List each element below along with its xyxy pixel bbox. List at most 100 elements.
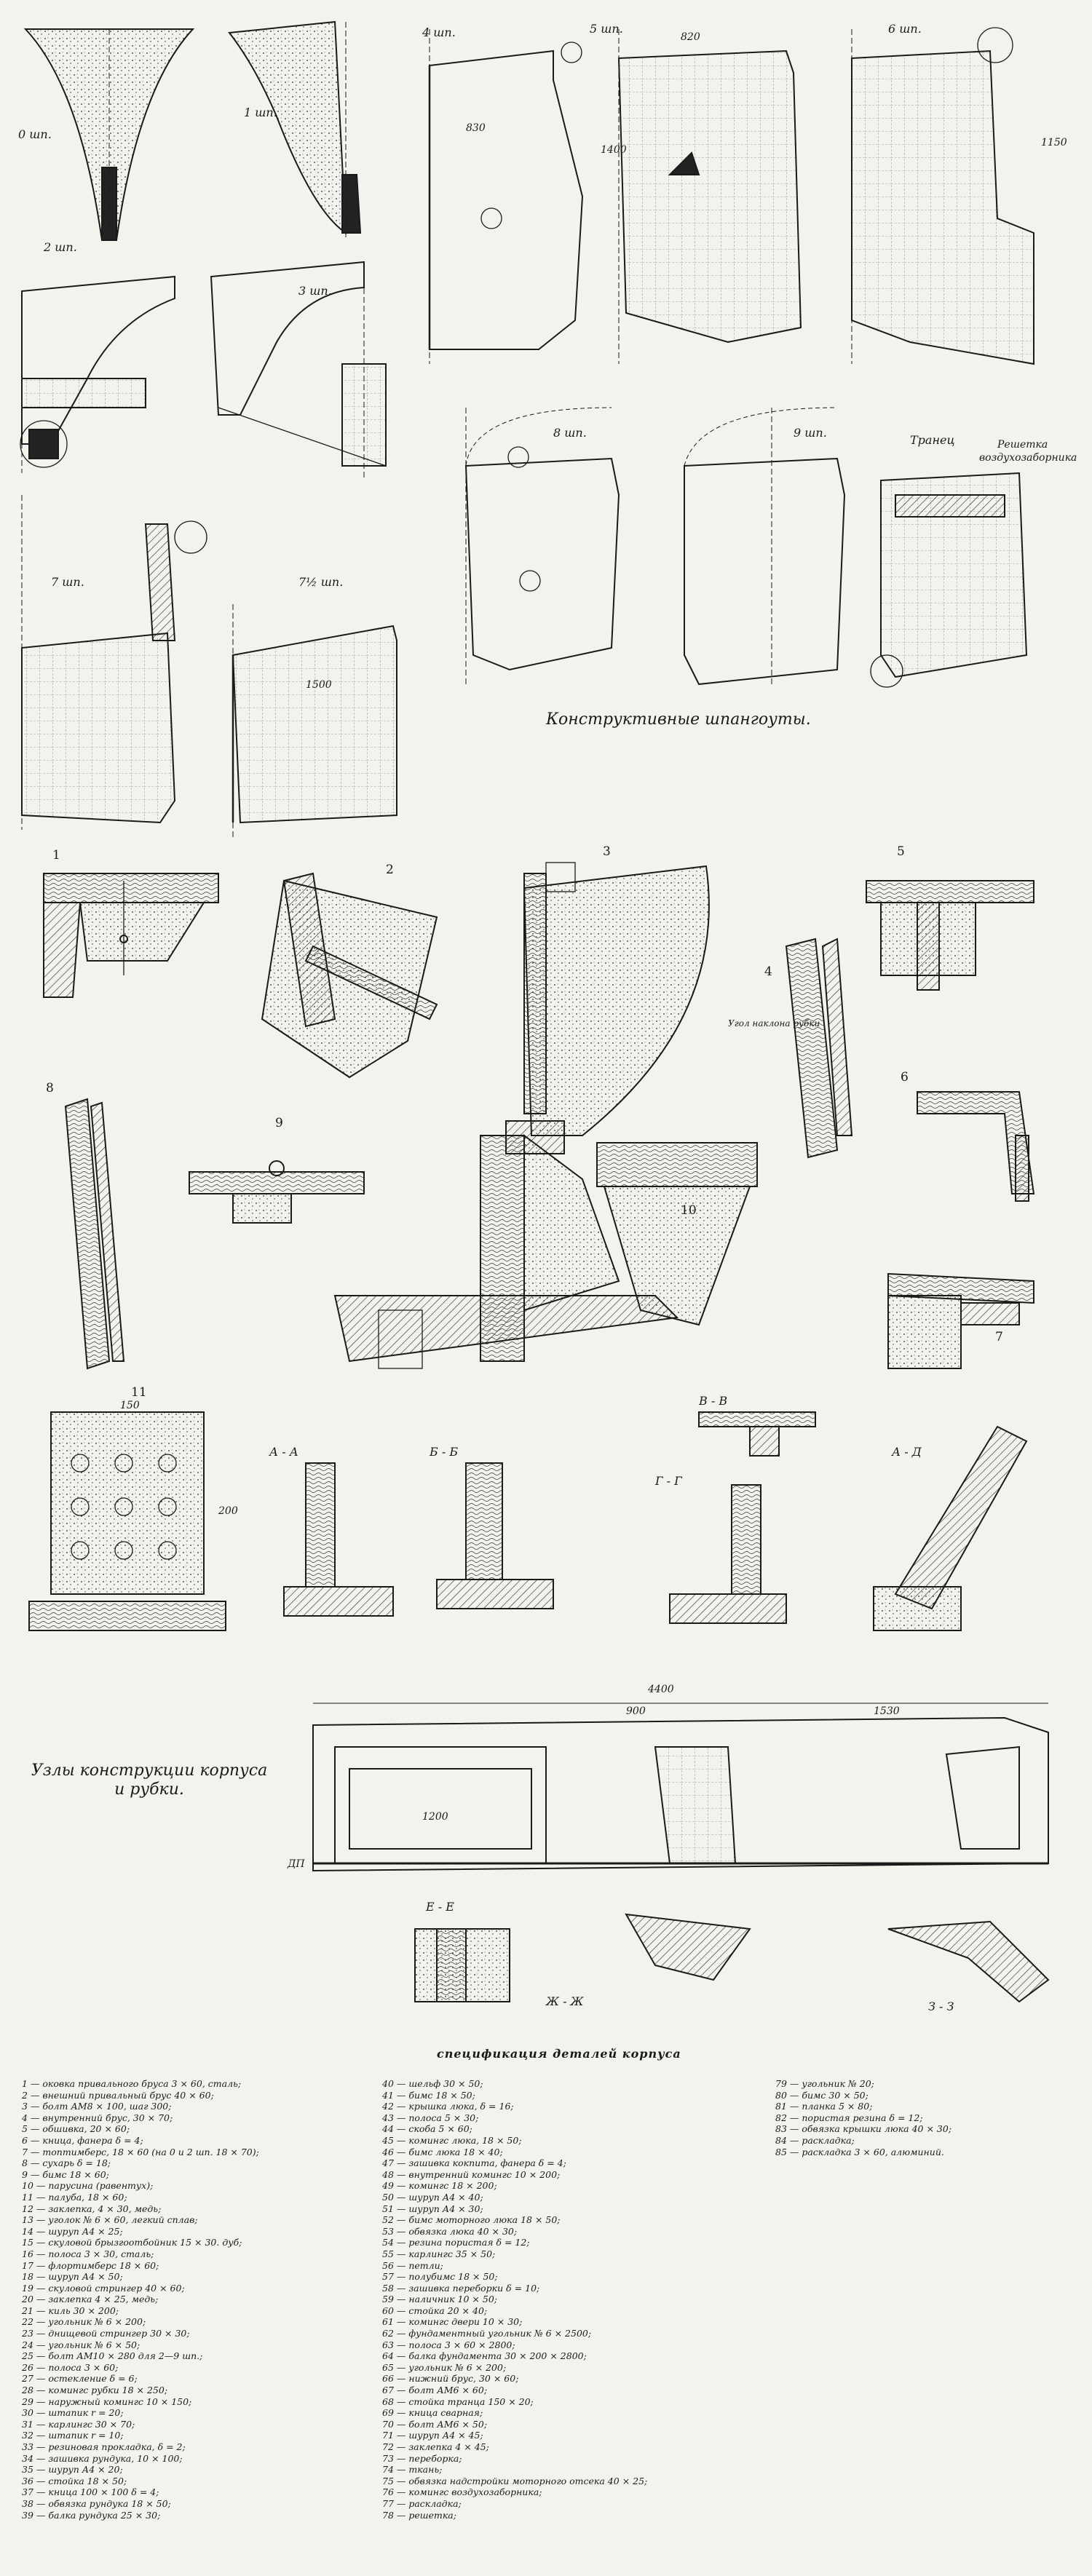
section-e-e [414,1928,510,2002]
spec-item: 32 — штапик r = 10; [22,2430,124,2441]
node-5-drawing [866,880,1034,991]
spec-item: 76 — комингс воздухозаборника; [382,2486,542,2498]
spec-item: 36 — стойка 18 × 50; [22,2475,127,2486]
section-label-v-v: В - В [698,1394,727,1408]
frame-6-drawing [851,27,1034,365]
spec-item: 11 — палуба, 18 × 60; [22,2191,127,2203]
spec-item: 55 — карлингс 35 × 50; [382,2248,496,2259]
spec-item: 49 — комингс 18 × 200; [382,2180,497,2192]
section-label-g-g: Г - Г [654,1474,683,1488]
dim-200: 200 [218,1505,238,1517]
node-7-drawing [887,1272,1034,1369]
section-zh-zh [625,1913,751,1981]
section-label-z-z: З - З [928,2000,954,2013]
spec-item: 82 — пористая резина δ = 12; [775,2112,923,2123]
spec-item: 25 — болт АМ10 × 280 для 2—9 шп.; [22,2350,203,2362]
node-number-4: 4 [764,964,772,979]
section-z-z [887,1920,1050,2003]
label-frame-6: 6 шп. [888,22,922,36]
spec-item: 72 — заклепка 4 × 45; [382,2441,489,2452]
node-number-7: 7 [995,1330,1003,1344]
spec-column-2: 40 — шельф 30 × 50;41 — бимс 18 × 50;42 … [382,2078,703,2521]
section-a-a [283,1462,394,1617]
spec-item: 13 — уголок № 6 × 60, легкий сплав; [22,2214,198,2226]
hull-profile [312,1703,1049,1872]
label-frame-8: 8 шп. [553,426,587,440]
spec-item: 66 — нижний брус, 30 × 60; [382,2373,519,2385]
node-3-drawing [505,862,710,1154]
frame-3-drawing [210,261,387,480]
spec-item: 47 — зашивка кокпита, фанера δ = 4; [382,2157,566,2169]
spec-item: 19 — скуловой стрингер 40 × 60; [22,2282,185,2294]
spec-item: 73 — переборка; [382,2452,462,2464]
spec-item: 4 — внутренний брус, 30 × 70; [22,2112,173,2123]
spec-item: 52 — бимс моторного люка 18 × 50; [382,2214,561,2226]
section-label-zh-zh: Ж - Ж [545,1994,585,2008]
node-10-drawing [333,1134,679,1369]
dim-820: 820 [681,31,700,43]
label-frame-2: 2 шп. [43,240,77,254]
node-2-drawing [261,872,438,1079]
transom-drawing [870,472,1028,688]
frame-7-drawing [21,495,207,830]
node-1-drawing [43,873,219,998]
label-transom: Транец [910,433,955,447]
spec-item: 57 — полубимс 18 × 50; [382,2271,498,2283]
spec-item: 29 — наружный комингс 10 × 150; [22,2395,192,2407]
spec-column-1: 1 — оковка привального бруса 3 × 60, ста… [22,2078,342,2521]
spec-item: 63 — полоса 3 × 60 × 2800; [382,2339,515,2350]
node-number-10: 10 [681,1203,697,1218]
spec-item: 31 — карлингс 30 × 70; [22,2418,135,2430]
spec-column-3: 79 — угольник № 20;80 — бимс 30 × 50;81 … [775,2078,1092,2157]
spec-item: 26 — полоса 3 × 60; [22,2361,119,2373]
label-frame-7-5: 7½ шп. [298,575,343,589]
spec-title: спецификация деталей корпуса [437,2047,681,2061]
dim-150: 150 [120,1400,140,1411]
node-11-drawing [28,1411,226,1631]
spec-item: 75 — обвязка надстройки моторного отсека… [382,2475,648,2486]
spec-item: 56 — петли; [382,2259,443,2271]
spec-item: 35 — шуруп А4 × 20; [22,2464,123,2476]
frame-2-drawing [20,275,175,473]
node-number-1: 1 [52,848,60,863]
spec-item: 53 — обвязка люка 40 × 30; [382,2225,518,2237]
spec-item: 80 — бимс 30 × 50; [775,2089,869,2101]
frame-7-5-drawing [232,604,397,837]
spec-item: 78 — решетка; [382,2509,456,2521]
spec-item: 61 — комингс двери 10 × 30; [382,2316,523,2328]
spec-item: 7 — топтимберс, 18 × 60 (на 0 и 2 шп. 18… [22,2146,259,2157]
node-9-drawing [189,1160,365,1224]
spec-item: 58 — зашивка переборки δ = 10; [382,2282,540,2294]
dim-1200: 1200 [422,1811,448,1823]
label-frame-4: 4 шп. [422,25,456,39]
spec-item: 40 — шельф 30 × 50; [382,2078,483,2089]
dim-1530: 1530 [874,1705,900,1717]
spec-item: 65 — угольник № 6 × 200; [382,2361,507,2373]
spec-item: 45 — комингс люка, 18 × 50; [382,2134,522,2146]
spec-item: 54 — резина пористая δ = 12; [382,2237,530,2248]
section-label-b-b: Б - Б [429,1445,458,1459]
spec-item: 67 — болт АМ6 × 60; [382,2385,488,2396]
spec-item: 81 — планка 5 × 80; [775,2101,873,2112]
spec-item: 37 — кница 100 × 100 δ = 4; [22,2486,159,2498]
spec-item: 68 — стойка транца 150 × 20; [382,2395,534,2407]
spec-item: 21 — киль 30 × 200; [22,2304,119,2316]
spec-item: 8 — сухарь δ = 18; [22,2157,111,2169]
node-number-3: 3 [603,844,611,859]
dim-1500: 1500 [306,679,332,691]
spec-item: 10 — парусина (равентух); [22,2180,154,2192]
node-number-2: 2 [386,863,394,877]
node-8-drawing [64,1098,125,1370]
note-angle: Угол наклона рубки [728,1018,820,1029]
frame-5-drawing [617,29,802,364]
spec-item: 16 — полоса 3 × 30, сталь; [22,2248,154,2259]
node-number-9: 9 [275,1116,283,1130]
spec-item: 42 — крышка люка, δ = 16; [382,2101,514,2112]
spec-item: 71 — шуруп А4 × 45; [382,2430,483,2441]
spec-item: 41 — бимс 18 × 50; [382,2089,475,2101]
caption-frames: Конструктивные шпангоуты. [545,710,811,729]
dim-830: 830 [466,122,486,134]
caption-nodes: Узлы конструкции корпуса и рубки. [31,1761,268,1799]
section-g-g [669,1484,787,1624]
spec-item: 18 — шуруп А4 × 50; [22,2271,123,2283]
